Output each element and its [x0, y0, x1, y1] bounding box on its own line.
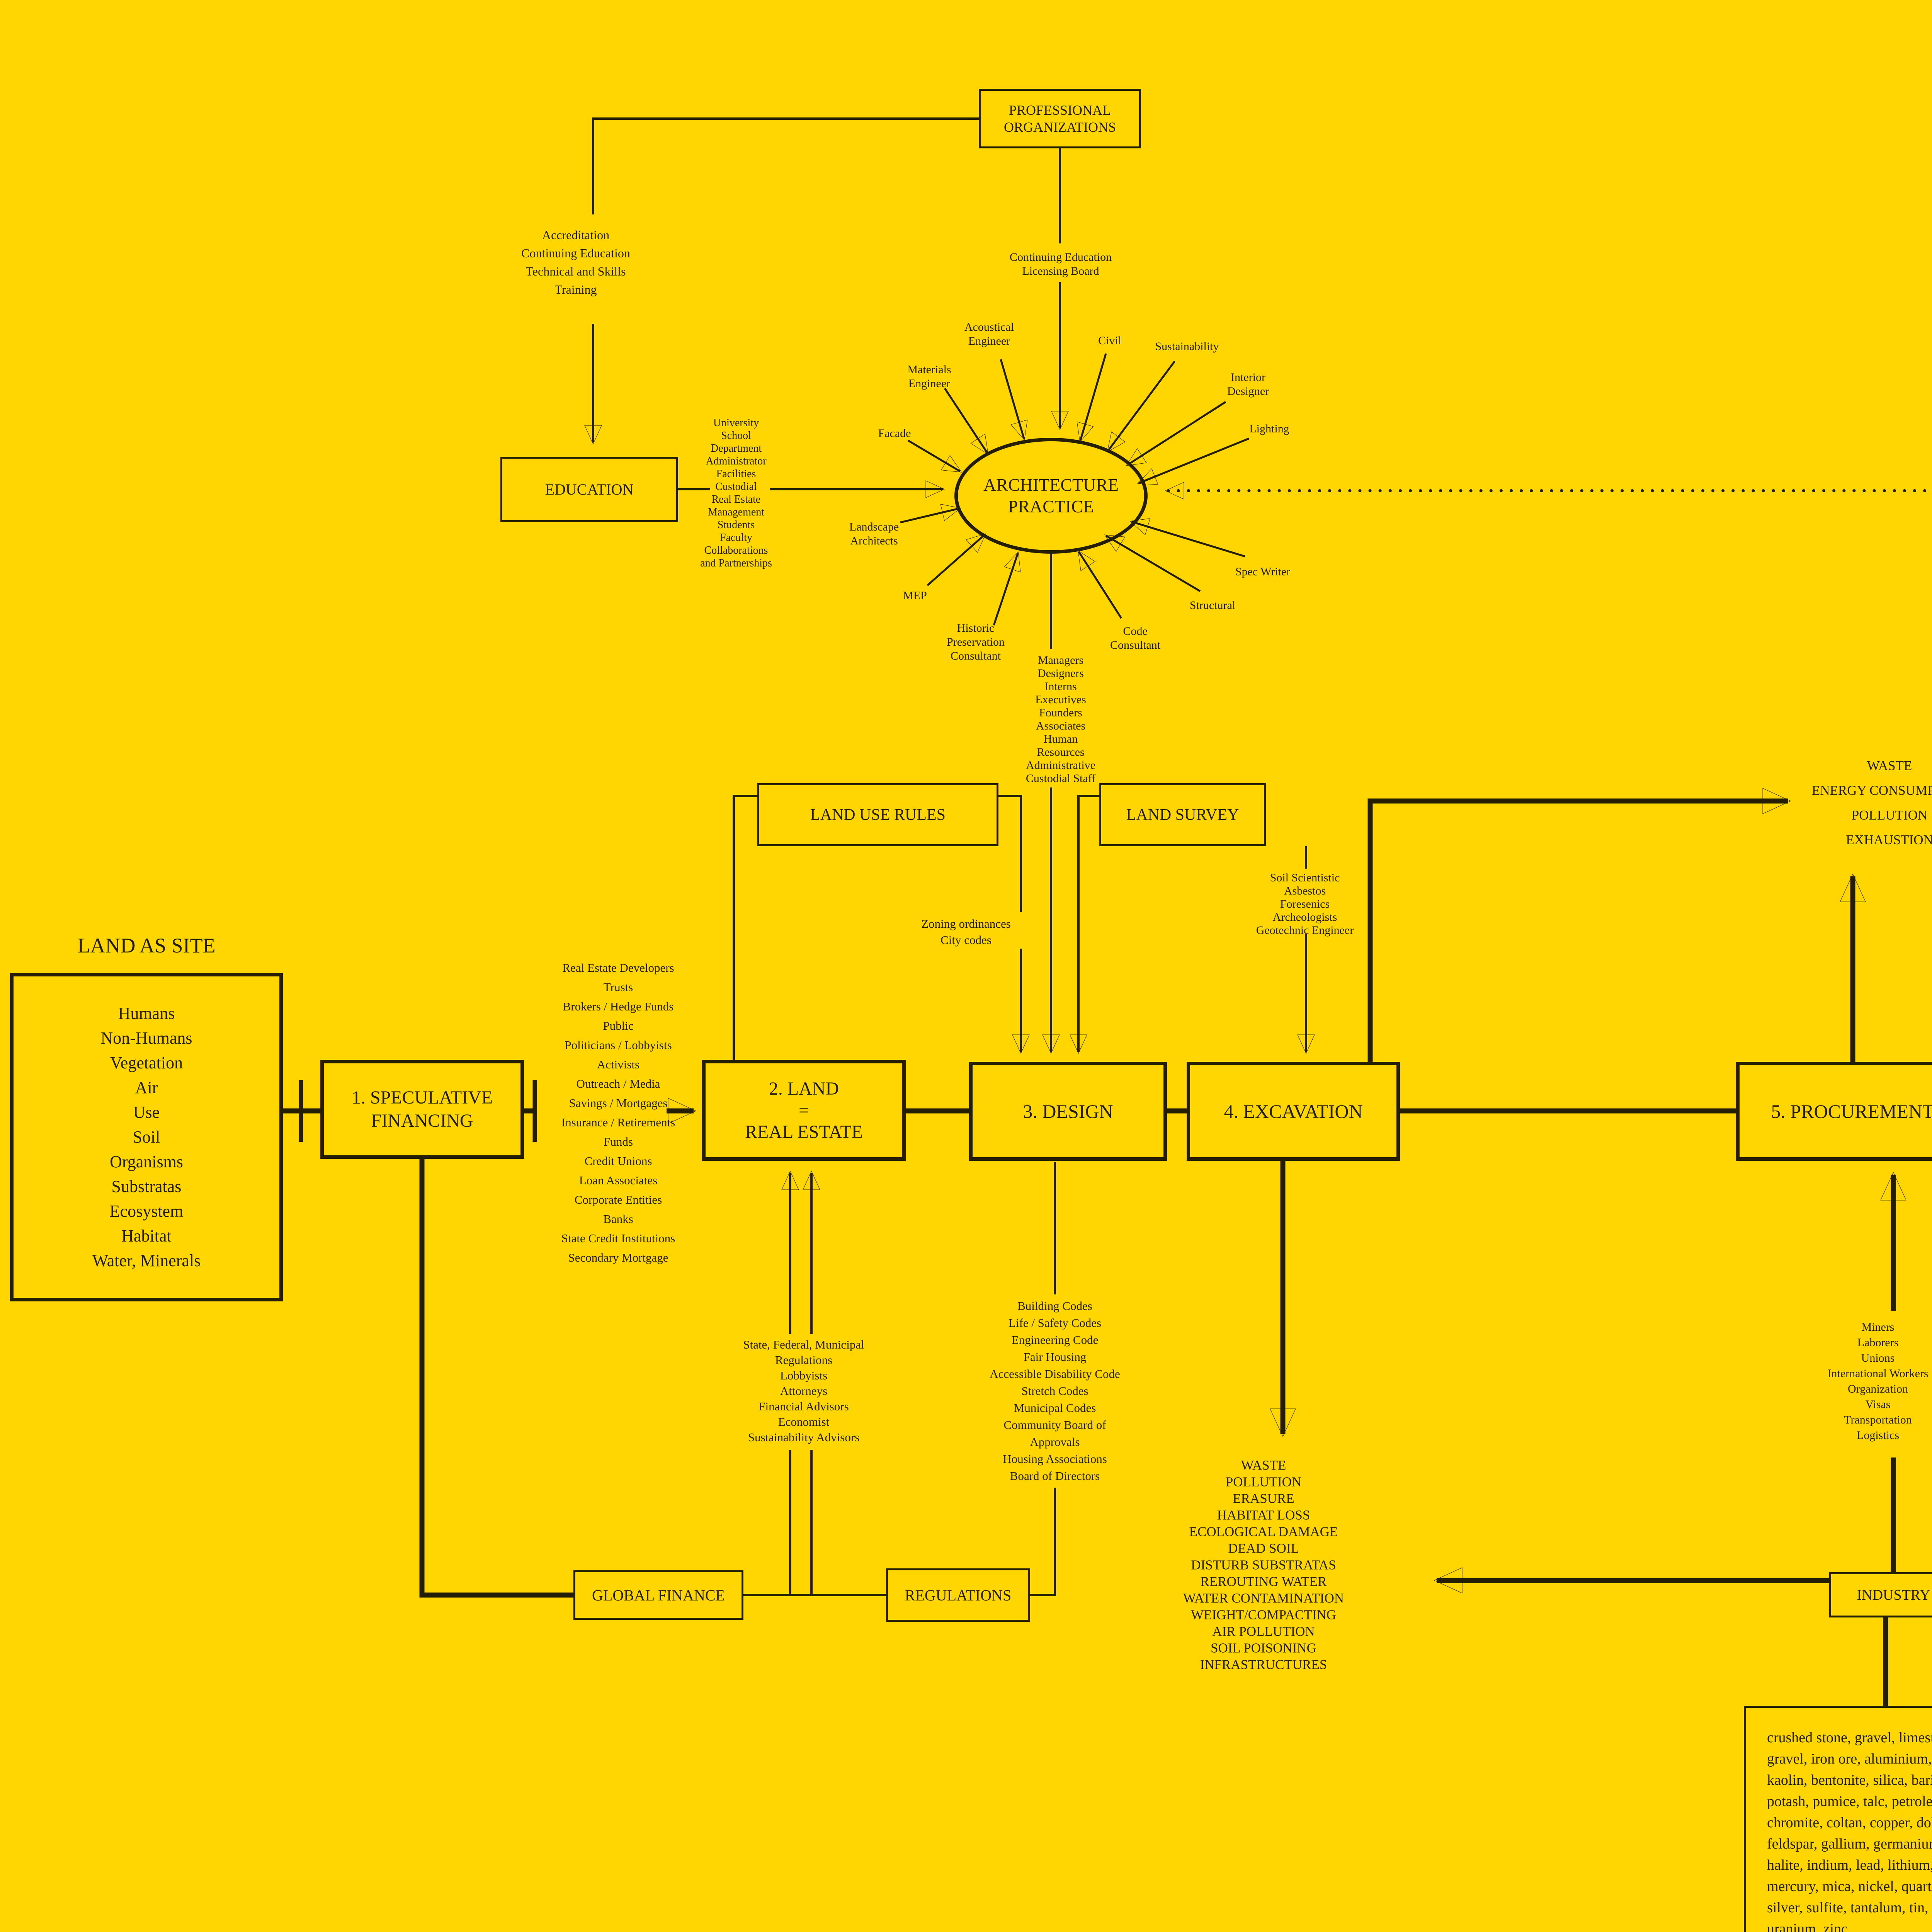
global-finance-box: GLOBAL FINANCE	[573, 1570, 743, 1620]
main-chain-connectors	[283, 1080, 1736, 1598]
professional-organizations-box: PROFESSIONAL ORGANIZATIONS	[979, 89, 1141, 148]
stage-1-box: 1. SPECULATIVE FINANCING	[320, 1060, 524, 1159]
spoke-label-acoustical-engineer: Acoustical Engineer	[964, 321, 1014, 347]
site-experts-list: Soil Scientistic Asbestos Foresenics Arc…	[1256, 871, 1354, 937]
education-connectors	[584, 117, 1069, 498]
spoke-label-facade: Facade	[878, 427, 911, 440]
practice-staff-list: Managers Designers Interns Executives Fo…	[1026, 654, 1096, 785]
stage-2-box: 2. LAND = REAL ESTATE	[702, 1060, 906, 1161]
stage-3-box: 3. DESIGN	[969, 1062, 1167, 1161]
university-list: University School Department Administrat…	[700, 417, 772, 569]
spoke-arrows	[900, 353, 1249, 626]
land-as-site-box: Humans Non-Humans Vegetation Air Use Soi…	[10, 973, 283, 1301]
stage-4-box: 4. EXCAVATION	[1187, 1062, 1400, 1161]
zoning-label: Zoning ordinances City codes	[921, 917, 1011, 947]
spoke-label-civil: Civil	[1098, 334, 1122, 347]
spoke-label-code-consultant: Code Consultant	[1110, 625, 1161, 651]
spoke-label-structural: Structural	[1189, 599, 1236, 612]
spoke-label-materials-engineer: Materials Engineer	[907, 363, 951, 390]
regulations-box: REGULATIONS	[886, 1568, 1030, 1622]
spoke-label-mep: MEP	[903, 589, 927, 602]
minerals-list: crushed stone, gravel, limestone, clay, …	[1767, 1730, 1932, 1932]
industry-box: INDUSTRY	[1829, 1572, 1932, 1617]
spoke-label-interior-designer: Interior Designer	[1227, 371, 1269, 398]
miners-list: Miners Laborers Unions International Wor…	[1827, 1321, 1929, 1442]
accreditation-list: Accreditation Continuing Education Techn…	[521, 228, 630, 296]
building-codes-list: Building Codes Life / Safety Codes Engin…	[990, 1299, 1120, 1483]
spoke-label-sustainability: Sustainability	[1155, 340, 1219, 353]
spoke-label-spec-writer: Spec Writer	[1235, 565, 1291, 578]
mining-box: crushed stone, gravel, limestone, clay, …	[1744, 1706, 1932, 1932]
spoke-label-historic-preservation: Historic Preservation Consultant	[947, 622, 1005, 662]
financing-players-list: Real Estate Developers Trusts Brokers / …	[561, 961, 675, 1264]
spoke-label-landscape-architects: Landscape Architects	[849, 520, 899, 547]
education-box: EDUCATION	[500, 457, 678, 522]
regulation-connectors	[743, 1162, 1056, 1596]
land-survey-box: LAND SURVEY	[1099, 783, 1266, 846]
stage-5-box: 5. PROCUREMENT	[1736, 1062, 1932, 1161]
design-rule-connectors	[733, 554, 1315, 1060]
land-as-site-title: LAND AS SITE	[77, 934, 216, 957]
industry-connectors	[1880, 1172, 1906, 1706]
architecture-practice-ellipse: ARCHITECTURE PRACTICE	[954, 438, 1148, 554]
land-use-rules-box: LAND USE RULES	[757, 783, 998, 846]
dotted-connectors	[1165, 482, 1932, 500]
licensing-board-label: Continuing Education Licensing Board	[1009, 251, 1112, 277]
state-regulations-list: State, Federal, Municipal Regulations Lo…	[743, 1338, 864, 1444]
excavation-byproducts: WASTE POLLUTION ERASURE HABITAT LOSS ECO…	[1183, 1458, 1344, 1672]
procurement-byproducts: WASTE ENERGY CONSUMPTION POLLUTION EXHAU…	[1811, 758, 1932, 847]
spoke-label-lighting: Lighting	[1249, 422, 1289, 435]
byproduct-arrows	[1270, 788, 1866, 1594]
